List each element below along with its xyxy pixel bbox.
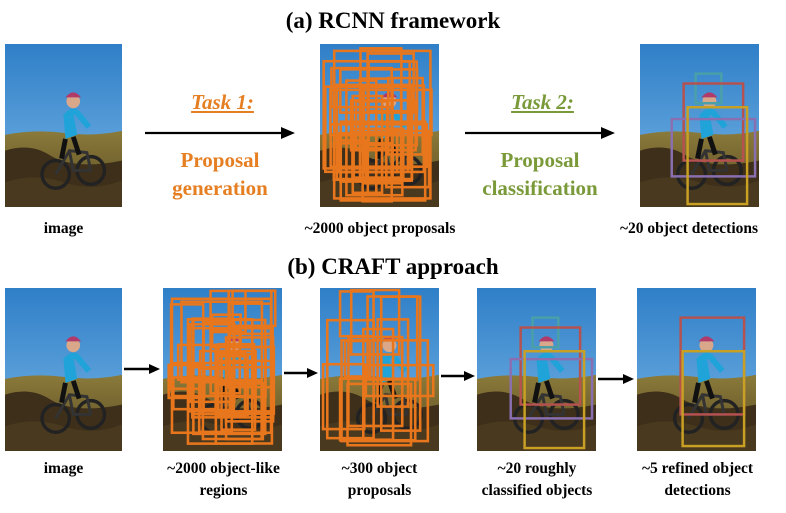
caption-b-refined-line1: ~5 refined object bbox=[641, 460, 754, 477]
caption-b-classified: ~20 roughly classified objects bbox=[462, 458, 612, 502]
arrow-b3 bbox=[441, 371, 475, 381]
heading-craft-approach: (b) CRAFT approach bbox=[287, 254, 499, 279]
bounding-box bbox=[364, 363, 435, 398]
caption-a-proposals: ~2000 object proposals bbox=[304, 220, 456, 237]
bounding-box bbox=[670, 117, 757, 178]
bounding-box bbox=[686, 105, 749, 206]
bounding-box bbox=[386, 76, 424, 156]
cyclist-photo bbox=[637, 288, 756, 451]
caption-b-classified-line2: classified objects bbox=[481, 482, 593, 499]
caption-b-proposals-line1: ~300 object bbox=[341, 460, 418, 477]
cyclist-image-detections bbox=[640, 44, 759, 207]
cyclist-image-refined-detections bbox=[637, 288, 756, 451]
caption-b-regions: ~2000 object-like regions bbox=[146, 458, 301, 502]
bounding-box bbox=[694, 72, 723, 105]
bounding-box bbox=[531, 316, 560, 349]
bounding-box bbox=[329, 123, 429, 168]
caption-b-proposals: ~300 object proposals bbox=[312, 458, 447, 502]
bounding-box bbox=[361, 88, 393, 203]
bounding-box bbox=[202, 321, 236, 412]
cyclist-image-input-b bbox=[5, 288, 122, 451]
bounding-box bbox=[325, 318, 375, 440]
caption-a-image: image bbox=[43, 220, 84, 237]
bounding-box bbox=[509, 357, 594, 420]
bounding-box bbox=[321, 362, 366, 431]
caption-b-regions-line2: regions bbox=[199, 482, 248, 499]
cyclist-photo bbox=[640, 44, 759, 207]
bounding-box bbox=[349, 288, 401, 356]
task1-title: Task 1: bbox=[191, 90, 254, 114]
caption-b-proposals-line2: proposals bbox=[347, 482, 412, 499]
arrow-b4 bbox=[598, 374, 634, 384]
bounding-box bbox=[376, 318, 410, 408]
caption-b-refined: ~5 refined object detections bbox=[620, 458, 775, 502]
arrow-b1 bbox=[124, 364, 160, 374]
bounding-box bbox=[220, 352, 257, 431]
cyclist-image-proposals bbox=[320, 44, 439, 207]
arrow-b2 bbox=[284, 368, 318, 378]
cyclist-image-rough-classification bbox=[477, 288, 596, 451]
cyclist-image-object-like-regions bbox=[163, 288, 282, 451]
bounding-box bbox=[176, 343, 218, 381]
bounding-box bbox=[682, 82, 745, 162]
bounding-box bbox=[366, 130, 404, 197]
bounding-box bbox=[227, 289, 273, 389]
caption-b-classified-line1: ~20 roughly bbox=[497, 460, 577, 477]
bounding-box bbox=[347, 335, 404, 428]
cyclist-photo bbox=[320, 44, 439, 207]
heading-rcnn-framework: (a) RCNN framework bbox=[285, 8, 501, 33]
caption-b-refined-line2: detections bbox=[664, 482, 731, 499]
arrow-task2 bbox=[465, 127, 615, 139]
cyclist-photo bbox=[5, 44, 122, 207]
cyclist-image-300-proposals bbox=[320, 288, 439, 451]
caption-b-image: image bbox=[43, 460, 84, 477]
bounding-box bbox=[340, 339, 430, 443]
task1-line2: generation bbox=[172, 176, 268, 200]
task1-description: Proposal generation bbox=[140, 146, 300, 202]
caption-b-regions-line1: ~2000 object-like bbox=[167, 460, 280, 477]
cyclist-photo bbox=[477, 288, 596, 451]
bounding-box bbox=[339, 68, 419, 114]
task1-line1: Proposal bbox=[180, 148, 260, 172]
cyclist-image-input bbox=[5, 44, 122, 207]
bounding-box bbox=[217, 342, 256, 386]
task2-line2: classification bbox=[482, 176, 598, 200]
bounding-box bbox=[343, 339, 372, 378]
cyclist-photo bbox=[163, 288, 282, 451]
cyclist-photo bbox=[320, 288, 439, 451]
task2-description: Proposal classification bbox=[455, 146, 625, 202]
bounding-box bbox=[519, 326, 582, 406]
task2-line1: Proposal bbox=[500, 148, 580, 172]
task2-title: Task 2: bbox=[511, 90, 574, 114]
caption-a-detections: ~20 object detections bbox=[619, 220, 759, 237]
bounding-box bbox=[210, 313, 242, 349]
bounding-box bbox=[681, 349, 746, 448]
arrow-task1 bbox=[145, 127, 295, 139]
cyclist-photo bbox=[5, 288, 122, 451]
bounding-box bbox=[523, 349, 586, 450]
bounding-box bbox=[214, 359, 274, 445]
